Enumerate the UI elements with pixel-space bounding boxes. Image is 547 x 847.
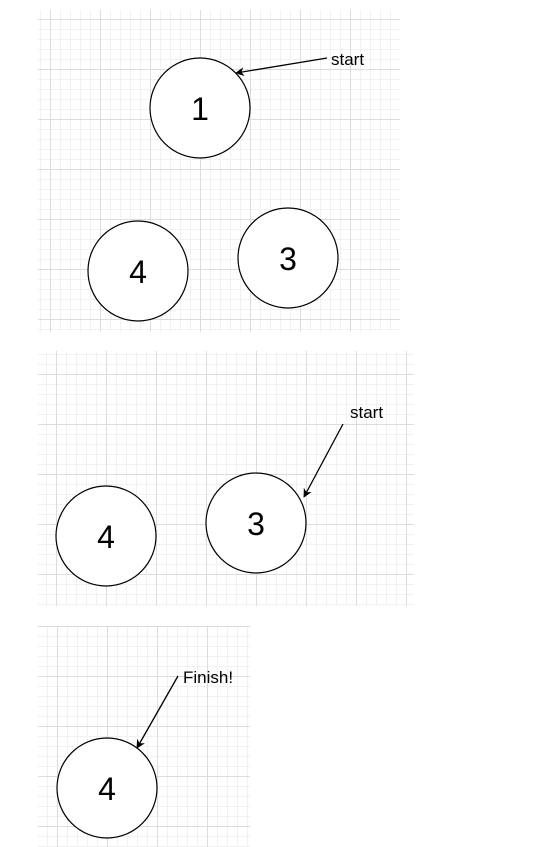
finish-label: Finish! — [183, 668, 233, 687]
start-arrow — [235, 57, 328, 77]
start-label: start — [331, 50, 364, 69]
node-circle — [56, 737, 158, 839]
start-label: start — [350, 403, 383, 422]
node-1[interactable]: 1 — [149, 57, 251, 159]
node-4[interactable]: 4 — [55, 485, 157, 587]
finish-arrow — [136, 675, 179, 749]
node-4[interactable]: 4 — [87, 220, 189, 322]
node-label: 3 — [279, 241, 297, 277]
node-label: 1 — [191, 91, 209, 127]
node-3[interactable]: 3 — [205, 472, 307, 574]
node-circle — [87, 220, 189, 322]
node-circle — [237, 207, 339, 309]
node-circle — [55, 485, 157, 587]
node-label: 3 — [247, 506, 265, 542]
diagram-step-2: 4 3 start — [55, 403, 383, 587]
node-circle — [205, 472, 307, 574]
diagram-step-1: 1 4 3 start — [87, 50, 364, 322]
node-4[interactable]: 4 — [56, 737, 158, 839]
diagram-step-3: 4 Finish! — [56, 668, 233, 839]
node-label: 4 — [129, 254, 147, 290]
node-label: 4 — [97, 519, 115, 555]
node-3[interactable]: 3 — [237, 207, 339, 309]
node-label: 4 — [98, 771, 116, 807]
start-arrow — [303, 423, 344, 498]
node-circle — [149, 57, 251, 159]
